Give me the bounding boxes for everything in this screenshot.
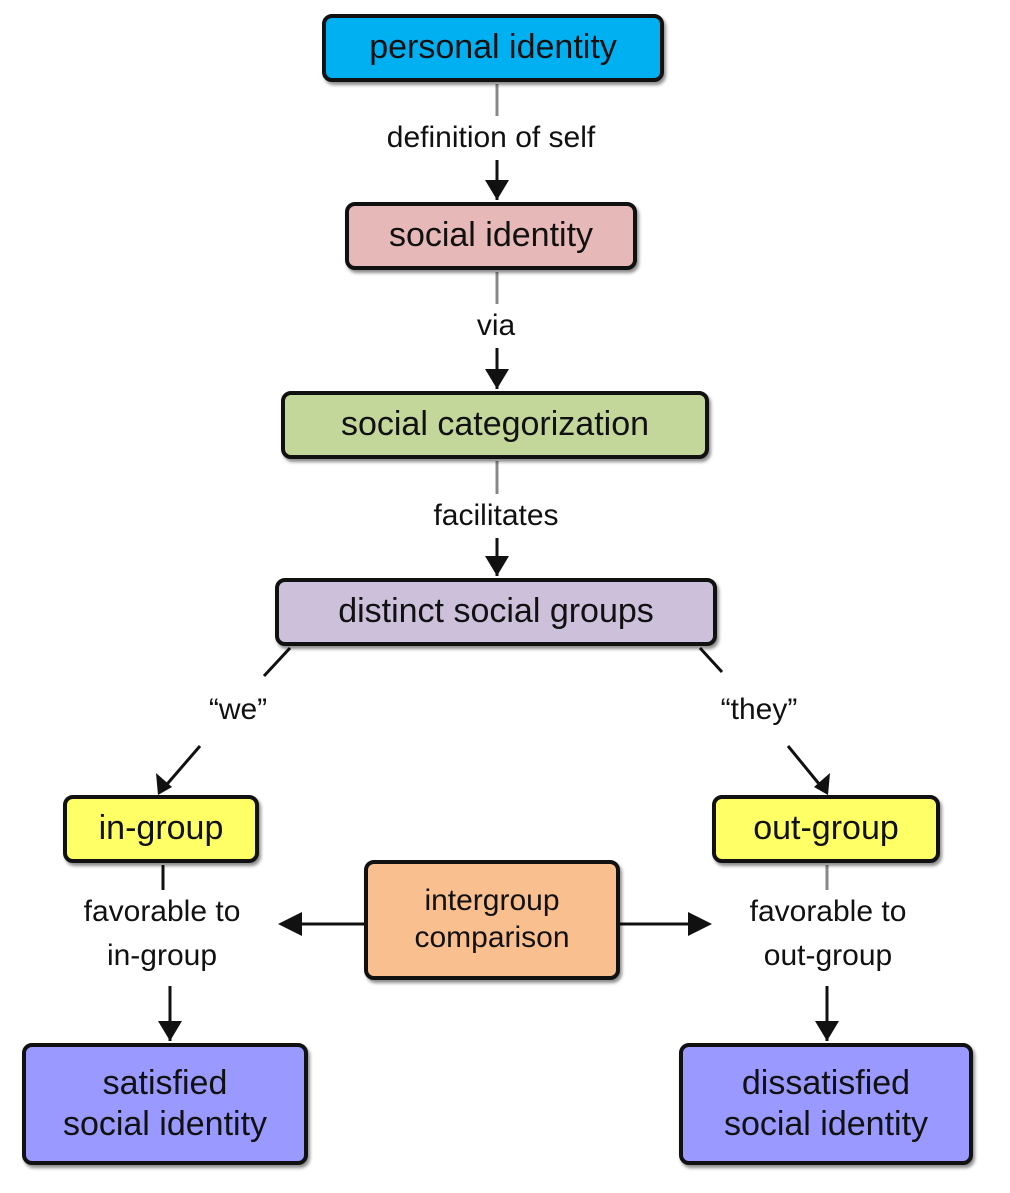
connector-they-top bbox=[698, 646, 724, 674]
arrowhead-out-group bbox=[814, 773, 830, 795]
node-intergroup-comparison: intergroup comparison bbox=[364, 860, 620, 980]
node-intergroup-comparison-label: intergroup comparison bbox=[414, 884, 570, 954]
node-out-group-label: out-group bbox=[753, 809, 899, 848]
node-distinct-social-groups-label: distinct social groups bbox=[338, 592, 654, 631]
arrowhead-social-categorization bbox=[485, 369, 509, 389]
arrowhead-dissatisfied bbox=[815, 1021, 839, 1041]
node-social-identity: social identity bbox=[345, 202, 637, 270]
node-out-group: out-group bbox=[712, 795, 940, 863]
edge-label-we: “we” bbox=[196, 688, 280, 732]
connector-they-bottom bbox=[786, 745, 826, 791]
node-in-group-label: in-group bbox=[98, 809, 224, 848]
connector-we-bottom bbox=[160, 745, 202, 791]
edge-label-they: “they” bbox=[704, 688, 814, 732]
node-dissatisfied-social-identity-label: dissatisfied social identity bbox=[723, 1063, 929, 1143]
arrowhead-favorable-out bbox=[688, 912, 712, 936]
node-satisfied-social-identity-label: satisfied social identity bbox=[62, 1063, 268, 1143]
arrowhead-favorable-in bbox=[278, 912, 302, 936]
connector-we-top bbox=[262, 646, 292, 678]
edge-label-via: via bbox=[466, 304, 526, 348]
edge-label-facilitates: facilitates bbox=[416, 494, 576, 538]
node-satisfied-social-identity: satisfied social identity bbox=[22, 1043, 308, 1165]
arrowhead-social-identity bbox=[485, 180, 509, 200]
arrowhead-in-group bbox=[156, 773, 172, 795]
edge-label-favorable-to-out-group: favorable to out-group bbox=[722, 890, 934, 977]
node-personal-identity-label: personal identity bbox=[369, 28, 617, 67]
arrowhead-satisfied bbox=[158, 1021, 182, 1041]
node-distinct-social-groups: distinct social groups bbox=[275, 578, 717, 646]
node-social-categorization-label: social categorization bbox=[340, 405, 650, 444]
arrowhead-distinct-groups bbox=[485, 556, 509, 576]
node-social-identity-label: social identity bbox=[388, 216, 594, 255]
edge-label-favorable-to-in-group: favorable to in-group bbox=[56, 890, 268, 977]
node-in-group: in-group bbox=[63, 795, 259, 863]
node-dissatisfied-social-identity: dissatisfied social identity bbox=[679, 1043, 973, 1165]
node-social-categorization: social categorization bbox=[281, 391, 709, 459]
node-personal-identity: personal identity bbox=[322, 14, 664, 82]
edge-label-definition-of-self: definition of self bbox=[356, 116, 626, 160]
